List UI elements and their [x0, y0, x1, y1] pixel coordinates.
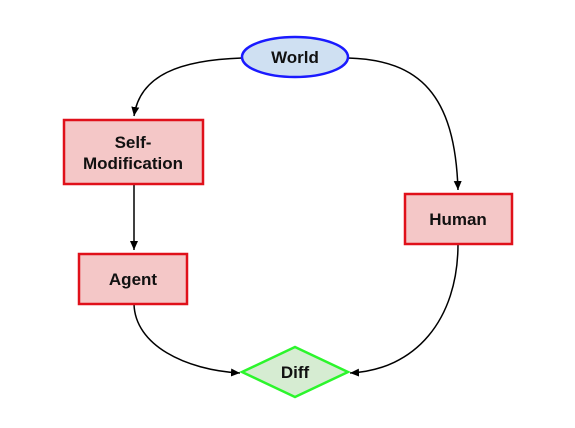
agent-box — [77, 252, 189, 306]
human-box — [403, 192, 514, 246]
edge-human-to-diff — [349, 243, 459, 377]
edge-world-to-human — [347, 57, 462, 191]
self-modification-label-line2: Modification — [83, 154, 183, 173]
edge-world-to-self-modification — [131, 57, 243, 117]
world-label: World — [271, 48, 319, 67]
diff-node: Diff — [239, 345, 351, 399]
self-modification-label-line1: Self- — [115, 133, 152, 152]
agent-node: Agent — [77, 252, 189, 306]
world-ellipse — [240, 35, 350, 79]
diff-label: Diff — [281, 363, 310, 382]
human-label: Human — [429, 210, 487, 229]
self-modification-box — [62, 118, 205, 186]
self-modification-node: Self- Modification — [62, 118, 205, 186]
agent-label: Agent — [109, 270, 158, 289]
diff-diamond — [239, 345, 351, 399]
human-node: Human — [403, 192, 514, 246]
edge-agent-to-diff — [133, 303, 241, 377]
world-node: World — [240, 35, 350, 79]
